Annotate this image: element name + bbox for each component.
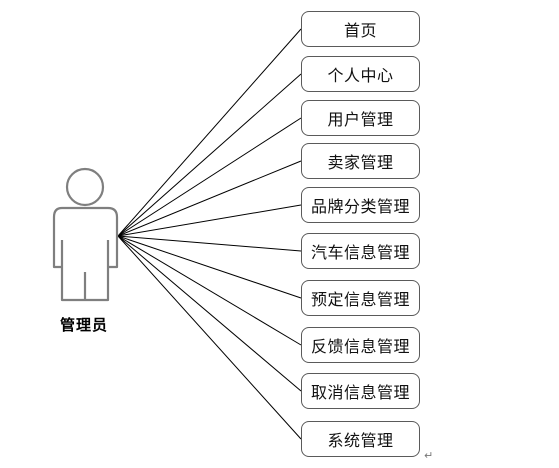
use-case-seller-management[interactable]: 卖家管理: [301, 143, 420, 179]
association-line: [117, 160, 302, 237]
association-line: [117, 235, 302, 252]
association-line: [117, 28, 302, 237]
person-icon: [52, 167, 119, 302]
paragraph-return-mark: ↵: [424, 449, 434, 462]
actor-label: 管理员: [59, 316, 108, 334]
association-line: [117, 235, 302, 392]
use-case-feedback-info-management[interactable]: 反馈信息管理: [301, 327, 420, 363]
use-case-brand-category-management[interactable]: 品牌分类管理: [301, 187, 420, 223]
use-case-system-management[interactable]: 系统管理: [301, 421, 420, 457]
association-line: [117, 117, 302, 237]
use-case-booking-info-management[interactable]: 预定信息管理: [301, 280, 420, 316]
association-line: [117, 235, 302, 346]
use-case-cancel-info-management[interactable]: 取消信息管理: [301, 373, 420, 409]
association-line: [117, 235, 302, 299]
use-case-personal-center[interactable]: 个人中心: [301, 56, 420, 92]
use-case-car-info-management[interactable]: 汽车信息管理: [301, 233, 420, 269]
association-line: [117, 73, 302, 237]
use-case-user-management[interactable]: 用户管理: [301, 100, 420, 136]
use-case-home[interactable]: 首页: [301, 11, 420, 47]
association-line: [117, 204, 302, 237]
association-line: [117, 235, 302, 440]
